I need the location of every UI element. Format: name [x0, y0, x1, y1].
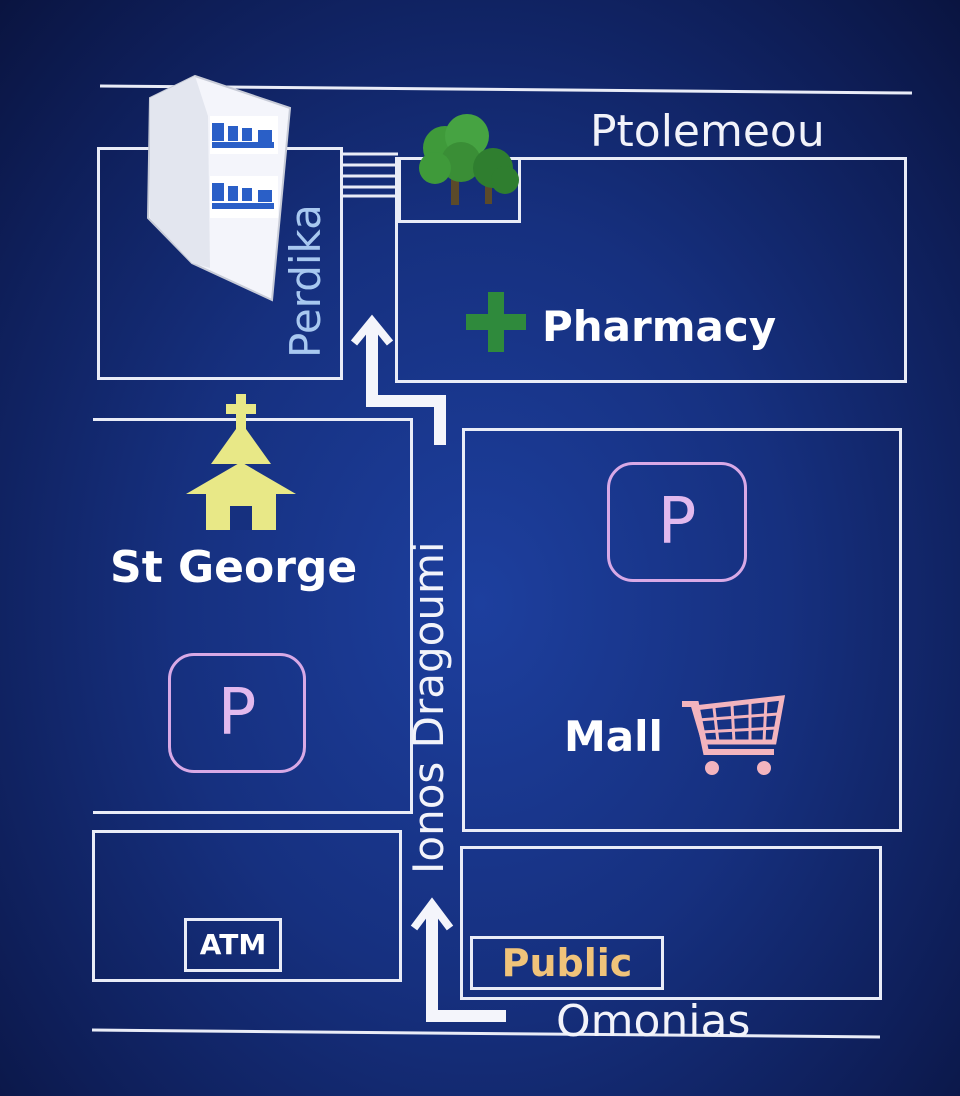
atm-label: ATM [184, 918, 282, 972]
street-ionos-dragoumi: Ionos Dragoumi [404, 541, 453, 874]
shopping-cart-icon [682, 695, 786, 775]
public-text: Public [501, 941, 633, 985]
church-label: St George [110, 542, 358, 593]
public-label: Public [470, 936, 664, 990]
route-arrow-icon [350, 314, 446, 445]
block-bottom-left [92, 830, 402, 982]
parking-left: P [168, 653, 306, 773]
crosswalk [340, 152, 398, 198]
mall-label: Mall [564, 712, 663, 761]
street-ptolemeou: Ptolemeou [590, 106, 825, 157]
parking-right: P [607, 462, 747, 582]
omonias-bottom-line [92, 1028, 880, 1039]
block-middle-right [462, 428, 902, 832]
pharmacy-cross-icon [466, 292, 526, 352]
tree-icon [419, 114, 519, 205]
block-top-right [395, 157, 907, 383]
block-middle-left [93, 418, 413, 814]
atm-text: ATM [199, 928, 267, 961]
arrow-up-icon [410, 897, 506, 1022]
church-icon [186, 394, 296, 530]
street-perdika: Perdika [281, 204, 330, 358]
block-bottom-right [460, 846, 882, 1000]
street-omonias: Omonias [556, 996, 751, 1047]
building-icon [146, 74, 292, 302]
pharmacy-label: Pharmacy [542, 302, 777, 351]
